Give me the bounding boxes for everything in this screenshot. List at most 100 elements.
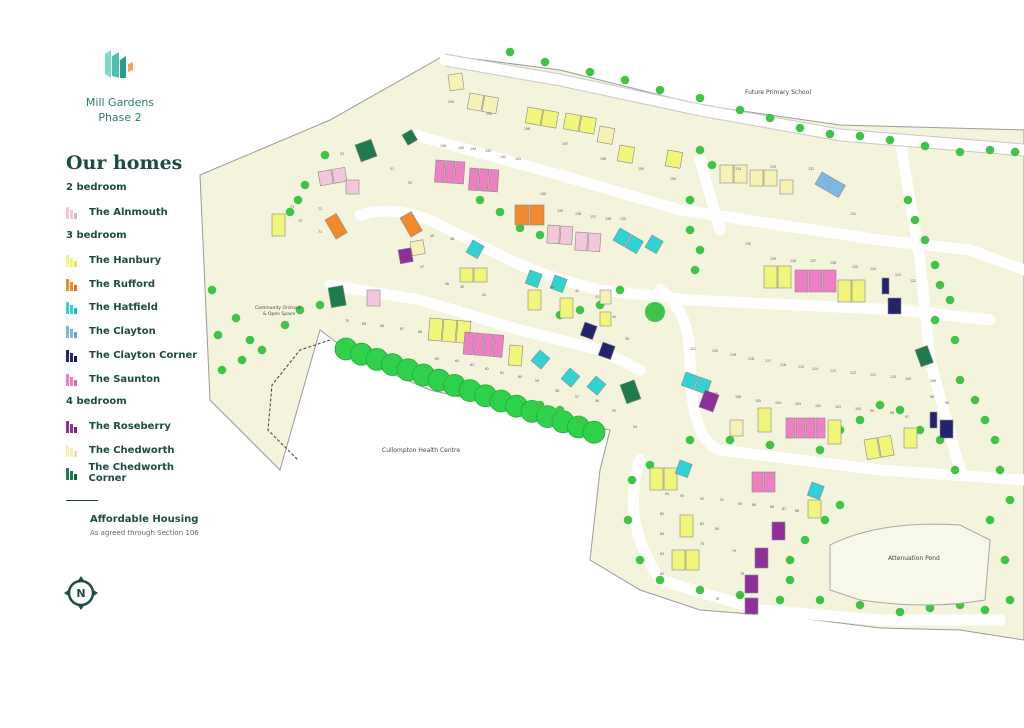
house-block [327,285,347,309]
plot-number: 121 [690,347,696,351]
house-block [597,341,616,360]
category-4-bedroom: 4 bedroom [66,396,127,407]
plot-number: 58 [555,389,559,393]
plot-number: 100 [855,407,861,411]
plot-number: 115 [798,365,804,369]
plot-number: 59 [535,379,539,383]
house-block [530,349,551,370]
house-block [317,166,348,187]
plot-number: 45 [460,285,464,289]
plot-number: 194 [670,177,676,181]
house-block [586,375,607,396]
category-2-bedroom: 2 bedroom [66,182,127,193]
tree [207,285,217,295]
tree [515,223,525,233]
plot-number: 102 [815,404,821,408]
tree [945,295,955,305]
tree [1000,555,1010,565]
orchard-dashed-path [267,339,331,461]
house-block [574,231,602,253]
tree [285,207,295,217]
house-unit [560,367,581,388]
house-block [397,247,414,265]
house-block [679,514,694,538]
house-block [914,345,934,368]
house-unit [472,332,485,356]
tree [575,415,585,425]
house-unit [794,269,809,293]
tree [690,265,700,275]
hedge-row [334,337,606,444]
house-block [806,481,825,500]
plot-number: 135 [620,217,626,221]
house-unit [409,239,426,257]
plot-number: 65 [435,357,439,361]
plot-number: 78 [740,572,744,576]
tree [800,535,810,545]
roseberry-swatch-icon [66,420,78,433]
house-unit [763,169,778,187]
house-unit [624,234,644,255]
tree [950,335,960,345]
tree [935,280,945,290]
plot-number: 88 [770,505,774,509]
house-block [354,138,378,163]
mill-gardens-logo-icon [105,50,133,78]
orchard-label-line1: Community Orchard [255,305,301,311]
house-unit [507,344,524,367]
plot-number: 61 [500,371,504,375]
house-unit [578,115,597,135]
house-unit [749,169,764,187]
house-unit [807,499,822,519]
tree [835,500,845,510]
plot-number: 140 [540,192,546,196]
house-unit [679,514,694,538]
tree [623,515,633,525]
house-unit [733,164,748,184]
house-unit [466,92,485,112]
plot-number: 104 [775,401,781,405]
tree [980,605,990,615]
house-unit [481,95,499,115]
tree [820,515,830,525]
house-unit [827,419,842,445]
plot-number: 118 [748,357,754,361]
house-block [527,289,542,311]
tree [575,305,585,315]
house-unit [644,234,664,255]
house-unit [649,467,664,491]
house-unit [763,471,776,493]
house-unit [664,149,684,169]
plot-number: 75 [700,542,704,546]
house-unit [345,179,360,195]
house-unit [354,138,378,163]
plot-number: 51 [390,167,394,171]
house-unit [271,213,286,237]
plot-number: 113 [830,369,836,373]
house-unit [795,417,806,439]
house-block [549,274,568,293]
plot-number: 53 [340,152,344,156]
plot-number: 119 [730,353,736,357]
house-unit [685,549,700,571]
house-unit [693,376,712,395]
house-unit [492,334,505,358]
plot-number: 127 [810,259,816,263]
house-unit [459,267,474,283]
home-rufford: The Rufford [66,277,155,291]
plot-number: 106 [735,395,741,399]
house-unit [434,159,446,183]
tree [815,595,825,605]
tree [231,313,241,323]
house-block [616,144,636,164]
plot-number: 130 [745,242,751,246]
plot-number: 86 [795,509,799,513]
house-unit [929,411,938,429]
house-unit [863,437,881,461]
road-outline [444,53,1024,157]
house-unit [599,289,612,305]
tree [765,440,775,450]
house-unit [779,179,794,195]
plot-number: 96 [930,395,934,399]
tree [315,300,325,310]
